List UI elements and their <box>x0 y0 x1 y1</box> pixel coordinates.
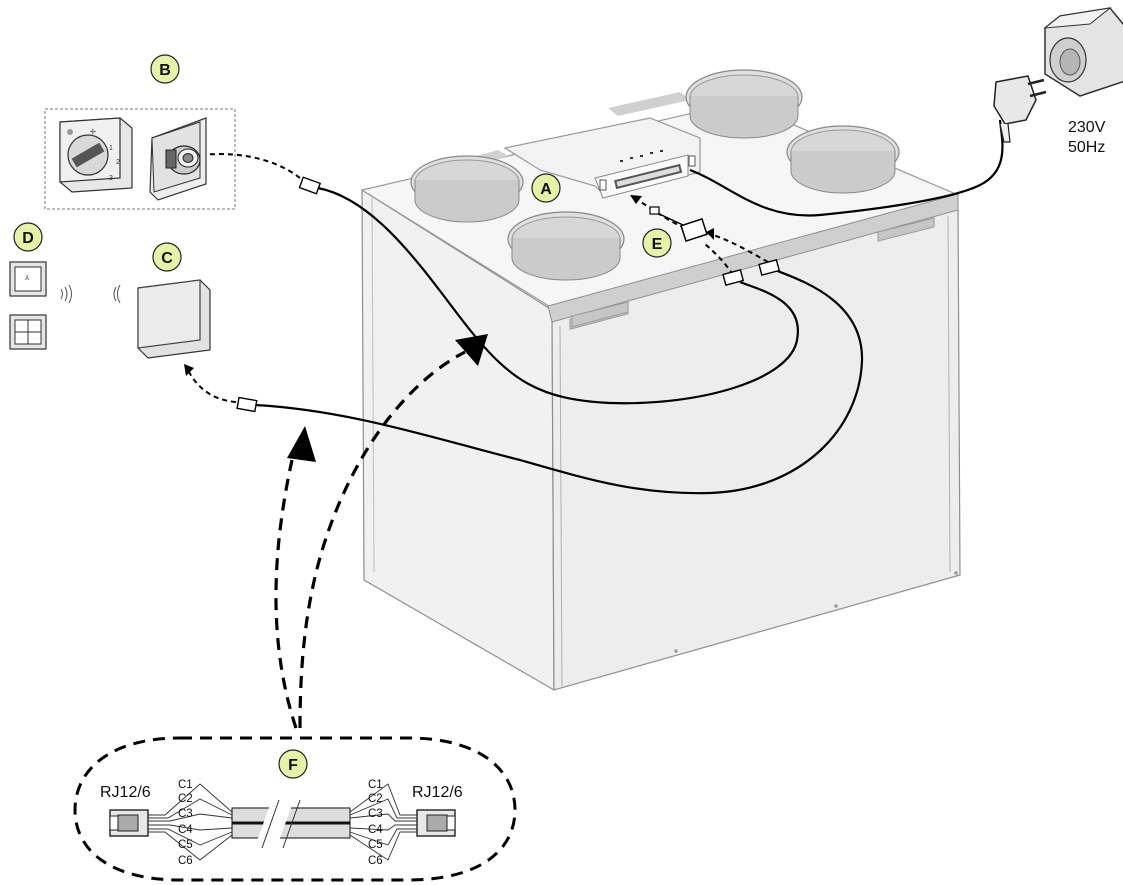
wires-right <box>349 783 417 861</box>
switch-pos-3: 3 <box>109 175 113 182</box>
svg-text:B: B <box>159 62 171 79</box>
switch-group-b: ✢ 1 2 3 <box>44 108 236 210</box>
badge-f: F <box>278 749 308 779</box>
duct-back-center <box>685 69 803 139</box>
wire-label-left-c6: C6 <box>178 855 193 867</box>
badge-e: E <box>642 228 672 258</box>
ventilation-unit <box>360 69 961 692</box>
unit-edge <box>371 197 375 573</box>
voltage-label: 230V <box>1068 119 1106 136</box>
rj12-label-left: RJ12/6 <box>100 784 151 801</box>
big-dashed-arrows <box>274 350 466 729</box>
wire-label-left-c1: C1 <box>178 779 193 791</box>
wire-label-left-c2: C2 <box>178 793 193 805</box>
plug-e2 <box>758 258 781 276</box>
badge-b: B <box>150 54 180 84</box>
pinout-outline <box>73 736 517 882</box>
rj12-connector-right <box>416 809 456 837</box>
cable-receiver <box>254 268 864 495</box>
cables <box>254 119 1004 495</box>
wall-socket <box>1043 7 1123 97</box>
rotary-switch-back <box>149 117 207 201</box>
rotary-switch-front: ✢ 1 2 3 <box>59 117 133 193</box>
signal-waves <box>60 284 121 304</box>
wire-label-right-c4: C4 <box>368 824 383 836</box>
unit-edge <box>947 215 951 573</box>
duct-back-right <box>786 125 900 194</box>
rim-tab <box>877 217 935 242</box>
wire-label-right-c6: C6 <box>368 855 383 867</box>
duct-front-center <box>507 211 625 281</box>
link-b-plug <box>199 153 301 179</box>
plug-c <box>236 396 258 413</box>
wire-label-left-c4: C4 <box>178 824 193 836</box>
switch-frame <box>44 108 236 210</box>
power-plug <box>993 75 1047 143</box>
screw <box>834 604 838 608</box>
svg-text:F: F <box>288 757 298 774</box>
badge-a: A <box>531 173 561 203</box>
control-housing <box>503 117 701 199</box>
rim-tab <box>571 301 629 328</box>
badge-c: C <box>152 242 182 272</box>
wire-label-right-c1: C1 <box>368 779 383 791</box>
svg-text:A: A <box>540 181 552 198</box>
duct-front-left <box>410 155 524 223</box>
rj-plugs <box>236 176 781 413</box>
plug-b <box>298 176 322 195</box>
svg-text:E: E <box>652 236 663 253</box>
svg-text:C: C <box>161 250 173 267</box>
wire-label-right-c2: C2 <box>368 793 383 805</box>
wire-label-left-c3: C3 <box>178 808 193 820</box>
splitter-e <box>649 206 708 242</box>
remote-controls-d: ⅄ <box>9 261 121 350</box>
plug-e1 <box>722 268 745 286</box>
switch-pos-1: 1 <box>109 145 113 152</box>
big-arrow-heads <box>287 334 488 462</box>
arrow-to-receiver <box>274 459 298 729</box>
fan-symbol: ✢ <box>90 128 96 136</box>
wires-left <box>148 783 233 861</box>
cable-switch <box>317 186 800 405</box>
unit-top-rim <box>547 193 959 323</box>
switch-pos-2: 2 <box>116 159 120 166</box>
wire-label-left-c5: C5 <box>178 839 193 851</box>
wire-label-right-c5: C5 <box>368 839 383 851</box>
rj12-connector-left <box>109 809 149 837</box>
receiver-box-c <box>137 279 211 359</box>
cable-pinout-f: RJ12/6 RJ12/6 C1 C2 C3 C4 C5 C6 C1 C2 C3… <box>73 736 517 882</box>
svg-text:D: D <box>22 230 34 247</box>
link-e-right <box>709 233 769 263</box>
arrow-to-unit <box>298 350 466 729</box>
top-plate <box>608 92 690 116</box>
unit-edge <box>559 325 563 687</box>
fan-icon: ⅄ <box>24 274 30 282</box>
link-c-plug <box>186 367 237 403</box>
rj12-label-right: RJ12/6 <box>412 784 463 801</box>
screw <box>954 571 958 575</box>
cable-power <box>689 119 1004 217</box>
screw <box>674 649 678 653</box>
flat-cable <box>231 799 351 849</box>
frequency-label: 50Hz <box>1068 139 1105 156</box>
wire-label-right-c3: C3 <box>368 808 383 820</box>
badge-d: D <box>13 222 43 252</box>
